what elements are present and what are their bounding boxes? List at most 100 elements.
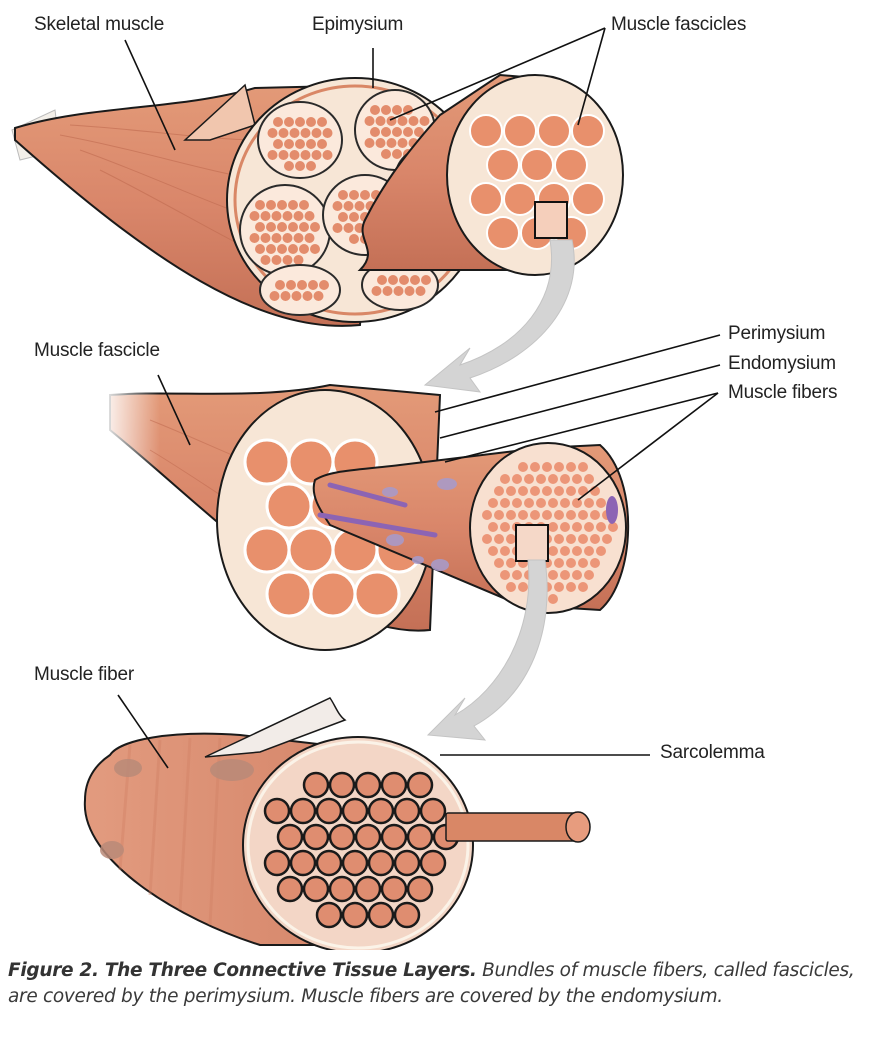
myofibril xyxy=(302,823,330,851)
myofibril xyxy=(263,849,291,877)
muscle-fiber-small xyxy=(322,128,333,138)
muscle-fiber-small xyxy=(277,244,287,254)
muscle-fiber-small xyxy=(277,222,287,232)
myofibril xyxy=(554,486,564,496)
muscle-fiber-small xyxy=(299,200,309,210)
muscle-fiber-small xyxy=(273,139,283,149)
myofibril xyxy=(542,486,552,496)
myofibril xyxy=(315,849,343,877)
muscle-fiber-small xyxy=(255,200,265,210)
myofibril xyxy=(542,510,552,520)
myofibril xyxy=(590,510,600,520)
muscle-fiber-small xyxy=(291,291,302,301)
muscle-fiber-small xyxy=(392,149,402,159)
label-perimysium: Perimysium xyxy=(728,323,826,344)
myofibril xyxy=(315,901,343,929)
muscle-fiber-small xyxy=(381,127,391,137)
myofibril xyxy=(506,486,516,496)
muscle-fiber-small xyxy=(382,286,393,296)
muscle-fiber-small xyxy=(370,127,380,137)
muscle-fiber-small xyxy=(399,275,409,285)
myofibril xyxy=(554,558,564,568)
myofibril xyxy=(518,510,528,520)
myofibril xyxy=(554,534,564,544)
label-skeletal-muscle: Skeletal muscle xyxy=(34,14,165,35)
myofibril xyxy=(548,594,558,604)
myofibril xyxy=(263,797,291,825)
muscle-fiber xyxy=(265,570,313,618)
muscle-fiber-small xyxy=(354,201,365,211)
myofibril xyxy=(506,534,516,544)
muscle-fiber-small xyxy=(304,233,315,243)
muscle-fiber xyxy=(520,148,554,182)
myofibril xyxy=(548,522,558,532)
muscle-fiber-small xyxy=(332,201,343,211)
muscle-fiber-small xyxy=(311,150,322,160)
muscle-fiber-small xyxy=(266,222,276,232)
myofibril xyxy=(380,823,408,851)
muscle-fiber-small xyxy=(293,211,304,221)
myofibril xyxy=(566,510,576,520)
myofibril xyxy=(315,797,343,825)
muscle-fiber-small xyxy=(278,150,289,160)
myofibril xyxy=(596,522,606,532)
muscle-fiber-small xyxy=(388,275,398,285)
muscle-fiber-small xyxy=(338,190,348,200)
muscle-fiber-small xyxy=(286,280,296,290)
myofibril xyxy=(590,558,600,568)
myofibril xyxy=(530,486,540,496)
myofibril xyxy=(500,546,510,556)
myofibril xyxy=(548,570,558,580)
muscle-fiber-small xyxy=(267,128,278,138)
muscle-fiber-small xyxy=(260,233,271,243)
myofibril-rod xyxy=(445,812,582,842)
myofibril xyxy=(482,510,492,520)
myofibril xyxy=(566,582,576,592)
myofibril xyxy=(302,771,330,799)
muscle-fiber xyxy=(243,438,291,486)
myofibril xyxy=(341,901,369,929)
muscle-fiber-small xyxy=(317,117,327,127)
label-epimysium: Epimysium xyxy=(312,14,404,35)
muscle-fiber-small xyxy=(311,128,322,138)
myofibril xyxy=(328,771,356,799)
myofibril xyxy=(506,582,516,592)
myofibril xyxy=(596,498,606,508)
muscle-fiber-small xyxy=(284,161,294,171)
muscle-fiber-small xyxy=(293,233,304,243)
muscle-fiber-small xyxy=(282,255,293,265)
muscle-fiber-small xyxy=(349,190,359,200)
muscle-fiber-small xyxy=(295,139,305,149)
muscle-fiber-small xyxy=(284,139,294,149)
muscle-fiber-small xyxy=(300,150,311,160)
myofibril xyxy=(367,849,395,877)
skeletal-muscle-illustration xyxy=(11,73,624,327)
myofibril xyxy=(560,474,570,484)
muscle-fiber-small xyxy=(306,139,316,149)
myofibril xyxy=(554,510,564,520)
myofibril xyxy=(500,498,510,508)
muscle-fiber-small xyxy=(393,286,404,296)
myofibril xyxy=(536,474,546,484)
myofibril xyxy=(518,486,528,496)
muscle-fiber xyxy=(554,148,588,182)
myofibril xyxy=(494,510,504,520)
muscle-fiber-small xyxy=(288,244,298,254)
myofibril xyxy=(393,901,421,929)
muscle-fiber-small xyxy=(343,223,354,233)
muscle-fiber-small xyxy=(288,222,298,232)
myofibril xyxy=(554,462,564,472)
muscle-fiber-small xyxy=(249,233,260,243)
muscle-fiber-small xyxy=(295,161,305,171)
muscle-fiber-small xyxy=(271,233,282,243)
muscle-fiber-small xyxy=(319,280,329,290)
myofibril xyxy=(560,570,570,580)
muscle-fiber-illustration xyxy=(83,697,591,950)
myofibril xyxy=(548,498,558,508)
myofibril xyxy=(572,498,582,508)
muscle-fiber-small xyxy=(332,223,343,233)
myofibril xyxy=(572,546,582,556)
muscle-fiber-small xyxy=(299,222,309,232)
myofibril xyxy=(482,534,492,544)
myofibril xyxy=(494,558,504,568)
